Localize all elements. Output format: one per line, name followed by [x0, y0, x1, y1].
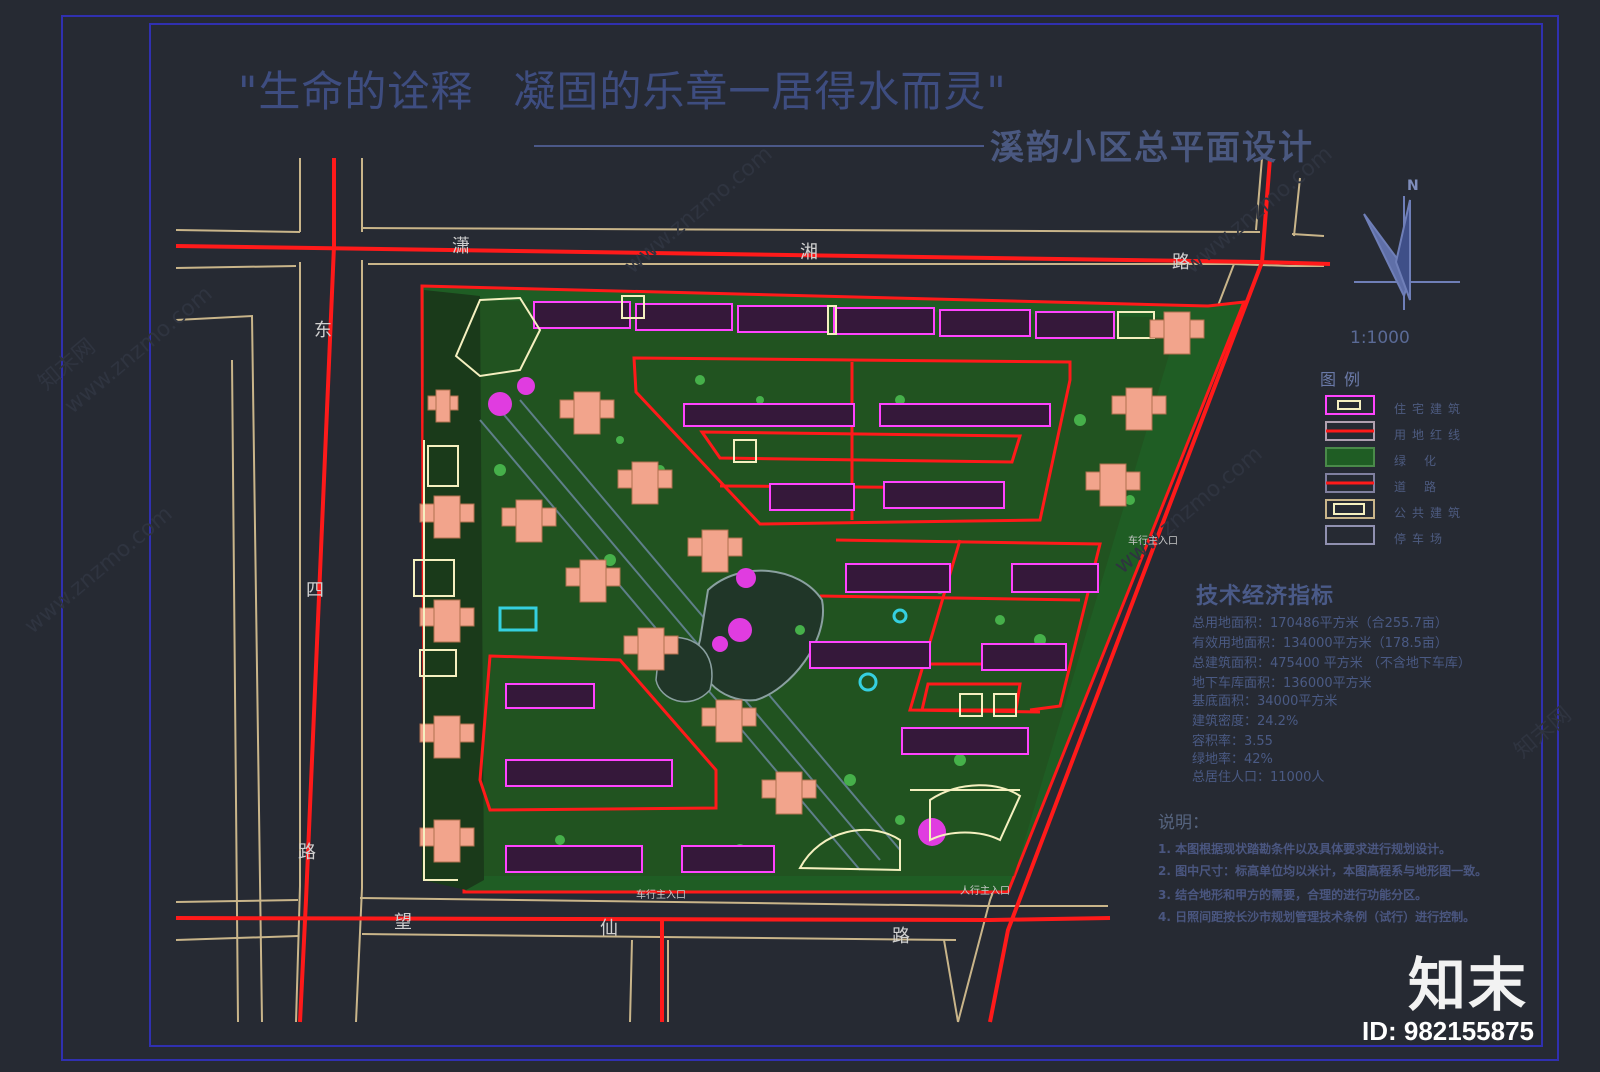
tech-line: 有效用地面积：134000平方米（178.5亩） [1192, 636, 1448, 651]
note-line: 2. 图中尺寸：标高单位均以米计，本图高程系与地形图一致。 [1158, 864, 1488, 878]
notes-title: 说明： [1158, 813, 1209, 833]
tech-line: 建筑密度：24.2% [1192, 714, 1299, 729]
west-public-buildings [413, 296, 542, 881]
point-towers [419, 311, 1205, 863]
legend-label: 绿化 [1394, 454, 1455, 468]
slab-buildings [505, 403, 1099, 873]
note-line: 1. 本图根据现状踏勘条件以及具体要求进行规划设计。 [1158, 842, 1452, 856]
tech-line: 总用地面积：170486平方米（合255.7亩） [1192, 616, 1448, 631]
road-name-top: 湘 [800, 242, 818, 263]
slogan-part-2: 凝固的乐章一居得水而灵" [513, 67, 1007, 116]
legend-title: 图例 [1320, 370, 1369, 389]
scale-label: 1:1000 [1350, 328, 1410, 348]
road-name-left: 四 [306, 580, 324, 601]
plan-title: 溪韵小区总平面设计 [990, 128, 1314, 168]
tech-line: 绿地率：42% [1192, 752, 1273, 767]
cyan-features [498, 606, 908, 692]
road-name-left: 东 [314, 320, 332, 341]
outer-frame [61, 15, 1559, 1061]
legend-label: 公共建筑 [1394, 506, 1467, 520]
inner-frame [149, 23, 1543, 1047]
brand-logo: 知末 [1408, 951, 1529, 1019]
tech-line: 总居住人口：11000人 [1192, 770, 1325, 785]
tech-indicators-title: 技术经济指标 [1196, 584, 1335, 609]
legend-label: 停车场 [1394, 532, 1449, 546]
entrance-label-southwest: 车行主入口 [636, 890, 686, 901]
entrance-label-southeast: 人行主入口 [960, 886, 1010, 897]
legend-label: 住宅建筑 [1394, 402, 1467, 416]
north-label: N [1407, 178, 1419, 194]
tech-line: 地下车库面积：136000平方米 [1192, 676, 1372, 691]
tech-line: 基底面积：34000平方米 [1192, 694, 1338, 709]
slogan-part-1: "生命的诠释 [238, 67, 474, 116]
legend-label: 道路 [1394, 480, 1455, 494]
legend-swatches [1325, 395, 1375, 545]
legend-label: 用地红线 [1394, 428, 1467, 442]
slogan: "生命的诠释凝固的乐章一居得水而灵" [238, 58, 1007, 119]
flower-beds [488, 377, 946, 846]
image-id: ID: 982155875 [1362, 1016, 1535, 1046]
road-name-top: 路 [1172, 252, 1190, 273]
internal-roads [478, 356, 1102, 812]
north-arrow [1354, 196, 1460, 310]
road-name-top: 潇 [452, 236, 470, 257]
note-line: 3. 结合地形和甲方的需要，合理的进行功能分区。 [1158, 888, 1428, 902]
road-centerlines [175, 157, 1331, 1023]
tech-line: 容积率：3.55 [1192, 734, 1273, 749]
road-name-bottom: 仙 [600, 918, 618, 939]
road-edges [175, 157, 1325, 1023]
road-name-bottom: 望 [394, 912, 412, 933]
note-line: 4. 日照间距按长沙市规划管理技术条例（试行）进行控制。 [1158, 910, 1476, 924]
entrance-label-east: 车行主入口 [1128, 536, 1178, 547]
tech-line: 总建筑面积：475400 平方米 （不含地下车库） [1192, 656, 1471, 671]
top-slab-buildings [533, 301, 1115, 339]
road-name-bottom: 路 [892, 926, 910, 947]
road-name-left: 路 [298, 842, 316, 863]
clubhouse [798, 784, 1022, 872]
